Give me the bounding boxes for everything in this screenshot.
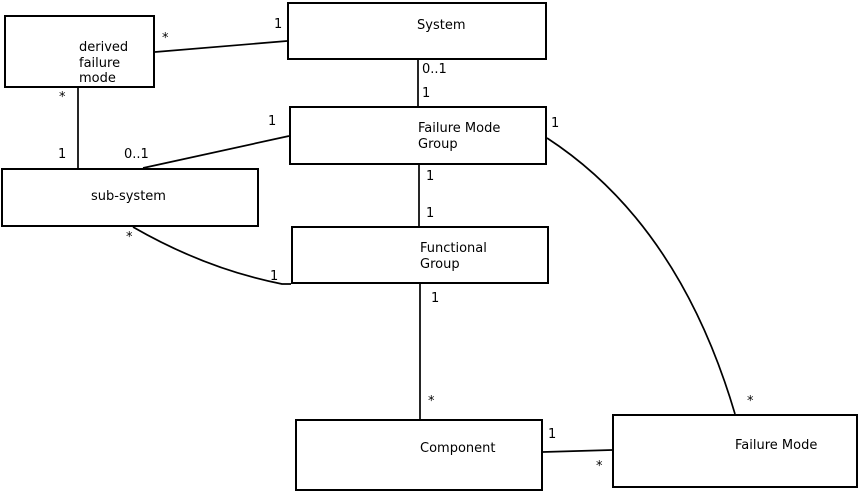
multiplicity-label: 1 bbox=[426, 169, 435, 184]
node-label-line: derived bbox=[79, 40, 129, 55]
multiplicity-label: * bbox=[596, 459, 603, 474]
node-label-line: System bbox=[417, 18, 466, 33]
multiplicity-label: 1 bbox=[58, 147, 67, 162]
edge-sub-system__failure-mode-group[interactable] bbox=[142, 135, 290, 169]
multiplicity-label: 1 bbox=[274, 17, 283, 32]
node-label-line: sub-system bbox=[91, 189, 166, 204]
multiplicity-label: 1 bbox=[270, 269, 279, 284]
multiplicity-label: * bbox=[747, 394, 754, 409]
node-sub-system[interactable]: sub-system bbox=[1, 168, 259, 227]
multiplicity-label: * bbox=[162, 31, 169, 46]
node-label-line: mode bbox=[79, 71, 116, 86]
edge-derived-failure-mode__system[interactable] bbox=[154, 40, 288, 53]
multiplicity-label: 0..1 bbox=[422, 62, 447, 77]
multiplicity-label: 1 bbox=[431, 291, 440, 306]
node-label: Failure Mode bbox=[735, 438, 817, 454]
node-label-line: Group bbox=[418, 136, 458, 152]
multiplicity-label: 1 bbox=[268, 114, 277, 129]
edge-sub-system__functional-group[interactable] bbox=[132, 226, 291, 285]
node-label-line: Group bbox=[420, 256, 460, 272]
node-label: Component bbox=[420, 441, 495, 457]
multiplicity-label: 1 bbox=[551, 116, 560, 131]
node-label: System bbox=[417, 18, 465, 34]
node-component[interactable]: Component bbox=[295, 419, 543, 491]
multiplicity-label: 1 bbox=[426, 206, 435, 221]
node-label-line: Failure Mode bbox=[418, 121, 501, 136]
node-label: sub-system bbox=[91, 189, 166, 205]
multiplicity-label: * bbox=[428, 394, 435, 409]
multiplicity-label: 1 bbox=[422, 86, 431, 101]
node-label-line: failure bbox=[79, 55, 121, 71]
node-label-line: Failure Mode bbox=[735, 438, 818, 453]
edge-component__failure-mode[interactable] bbox=[542, 449, 613, 453]
node-failure-mode[interactable]: Failure Mode bbox=[612, 414, 858, 488]
node-label-line: Functional bbox=[420, 241, 487, 256]
multiplicity-label: 0..1 bbox=[124, 147, 149, 162]
multiplicity-label: * bbox=[59, 90, 66, 105]
edge-failure-mode-group__failure-mode[interactable] bbox=[546, 137, 736, 415]
node-system[interactable]: System bbox=[287, 2, 547, 60]
node-label-line: Component bbox=[420, 441, 496, 456]
multiplicity-label: * bbox=[126, 230, 133, 245]
multiplicity-label: 1 bbox=[548, 427, 557, 442]
